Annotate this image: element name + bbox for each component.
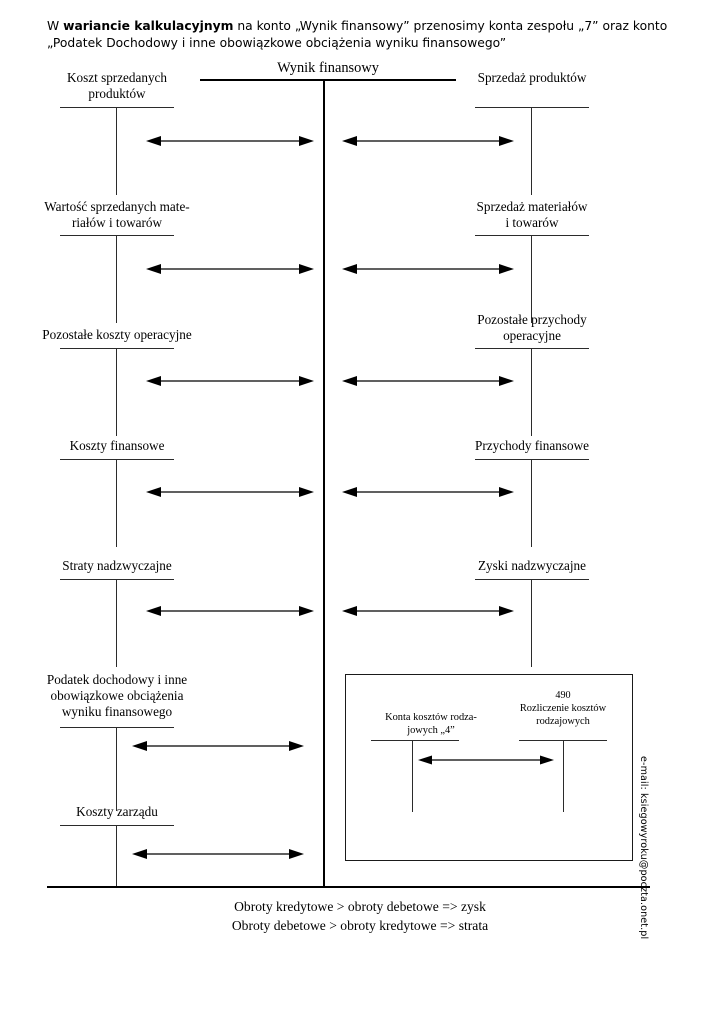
left-account-stem-5: [116, 727, 117, 811]
footer-line-2: Obroty debetowe > obroty kredytowe => st…: [231, 917, 489, 933]
transfer-arrow-left-3: [146, 485, 314, 499]
right-account-label-4: Zyski nadzwyczajne: [477, 558, 587, 573]
right-account-label-1: Sprzedaż materiałów i towarów: [476, 199, 588, 230]
intro-prefix: W: [47, 19, 64, 33]
left-account-rule-5: [60, 727, 174, 728]
right-account-rule-1: [475, 235, 589, 236]
left-account-label-5: Podatek dochodowy i inne obowiązkowe obc…: [46, 672, 188, 719]
right-account-label-2: Pozostałe przychody operacyjne: [477, 312, 587, 343]
right-account-rule-2: [475, 348, 589, 349]
left-account-label-4: Straty nadzwyczajne: [62, 558, 172, 573]
right-account-stem-2: [531, 348, 532, 436]
center-account-top-rule: [200, 79, 456, 81]
left-account-rule-4: [60, 579, 174, 580]
left-account-stem-2: [116, 348, 117, 436]
transfer-arrow-left-6: [132, 847, 304, 861]
right-account-stem-4: [531, 579, 532, 667]
footer-line-1: Obroty kredytowe > obroty debetowe => zy…: [234, 899, 486, 914]
right-account-label-3: Przychody finansowe: [475, 438, 589, 453]
box-right-account-stem: [563, 740, 564, 812]
left-account-stem-4: [116, 579, 117, 667]
left-account-label-2: Pozostałe koszty operacyjne: [42, 327, 192, 342]
center-account-stem: [323, 79, 325, 886]
transfer-arrow-right-2: [342, 374, 514, 388]
left-account-rule-2: [60, 348, 174, 349]
cost-accounts-box: [345, 674, 633, 861]
intro-rest: na konto „Wynik finansowy” przenosimy ko…: [47, 19, 668, 50]
intro-paragraph: W wariancie kalkulacyjnym na konto „Wyni…: [47, 18, 675, 51]
left-account-rule-0: [60, 107, 174, 108]
margin-email: e-mail: ksiegowyroku@poczta.onet.pl: [638, 756, 649, 940]
left-account-label-0: Koszt sprzedanych produktów: [67, 70, 167, 101]
left-account-rule-1: [60, 235, 174, 236]
left-account-rule-3: [60, 459, 174, 460]
right-account-label-0: Sprzedaż produktów: [477, 70, 587, 85]
right-account-stem-3: [531, 459, 532, 547]
transfer-arrow-right-1: [342, 262, 514, 276]
box-left-account-rule: [371, 740, 459, 741]
transfer-arrow-left-5: [132, 739, 304, 753]
closing-rule: [47, 886, 650, 888]
transfer-arrow-left-0: [146, 134, 314, 148]
box-left-account-label: Konta kosztów rodza- jowych „4”: [385, 712, 477, 736]
left-account-label-3: Koszty finansowe: [69, 438, 165, 453]
right-account-rule-4: [475, 579, 589, 580]
left-account-stem-3: [116, 459, 117, 547]
right-account-stem-1: [531, 235, 532, 323]
transfer-arrow-right-0: [342, 134, 514, 148]
left-account-stem-6: [116, 825, 117, 886]
intro-bold-term: wariancie kalkulacyjnym: [63, 19, 234, 33]
left-account-label-6: Koszty zarządu: [76, 804, 158, 819]
box-transfer-arrow: [418, 753, 554, 767]
box-right-account-label: Rozliczenie kosztów rodzajowych: [519, 703, 607, 727]
transfer-arrow-left-1: [146, 262, 314, 276]
box-right-account-number: 490: [555, 690, 571, 701]
left-account-stem-0: [116, 107, 117, 195]
transfer-arrow-left-2: [146, 374, 314, 388]
left-account-rule-6: [60, 825, 174, 826]
transfer-arrow-left-4: [146, 604, 314, 618]
transfer-arrow-right-4: [342, 604, 514, 618]
right-account-rule-3: [475, 459, 589, 460]
box-left-account-stem: [412, 740, 413, 812]
footer-conclusions: Obroty kredytowe > obroty debetowe => zy…: [120, 898, 600, 935]
right-account-stem-0: [531, 107, 532, 195]
left-account-label-1: Wartość sprzedanych mate- riałów i towar…: [44, 199, 190, 230]
left-account-stem-1: [116, 235, 117, 323]
right-account-rule-0: [475, 107, 589, 108]
center-account-title: Wynik finansowy: [277, 60, 379, 76]
transfer-arrow-right-3: [342, 485, 514, 499]
